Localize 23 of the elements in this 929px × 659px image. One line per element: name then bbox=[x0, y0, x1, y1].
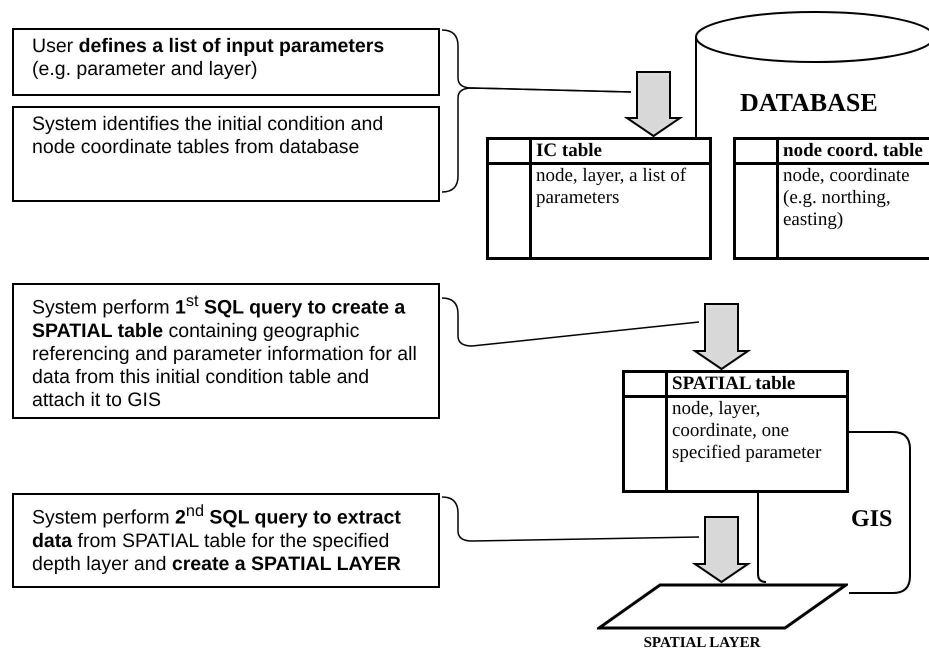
database-cylinder bbox=[695, 10, 929, 137]
table-fields: node, coordinate (e.g. northing, easting) bbox=[776, 165, 929, 257]
block-arrow bbox=[692, 303, 752, 370]
data-table bbox=[733, 137, 929, 260]
block-arrow bbox=[692, 516, 752, 584]
block-arrow bbox=[624, 71, 684, 138]
gis-label: GIS bbox=[851, 506, 892, 533]
table-title: node coord. table bbox=[776, 140, 929, 165]
table-title: IC table bbox=[529, 140, 709, 165]
database-label: DATABASE bbox=[740, 88, 878, 118]
brace-connector bbox=[442, 496, 700, 542]
step-description: User defines a list of input parameters (e.g. parameter and layer) bbox=[12, 28, 440, 96]
step-description: System identifies the initial condition and node coordinate tables from database bbox=[12, 106, 440, 202]
brace-connector bbox=[442, 87, 632, 193]
step-description: System perform 1$^{st}$ SQL query to create a SPATIAL table containing geographic referencing and parameter information for all data from this initial condition table and attach it to GIS bbox=[12, 283, 440, 419]
step-description: System perform 2$^{nd}$ SQL query to extract data from SPATIAL table for the specified depth layer and create a SPATIAL LAYER bbox=[12, 493, 440, 588]
layer-label: SPATIAL LAYER bbox=[642, 635, 762, 652]
data-table bbox=[486, 137, 712, 260]
table-title: SPATIAL table bbox=[665, 373, 846, 398]
brace-connector bbox=[442, 297, 700, 347]
table-fields: node, layer, a list of parameters bbox=[529, 165, 709, 257]
table-fields: node, layer, coordinate, one specified parameter bbox=[665, 398, 846, 490]
data-table bbox=[622, 370, 849, 493]
